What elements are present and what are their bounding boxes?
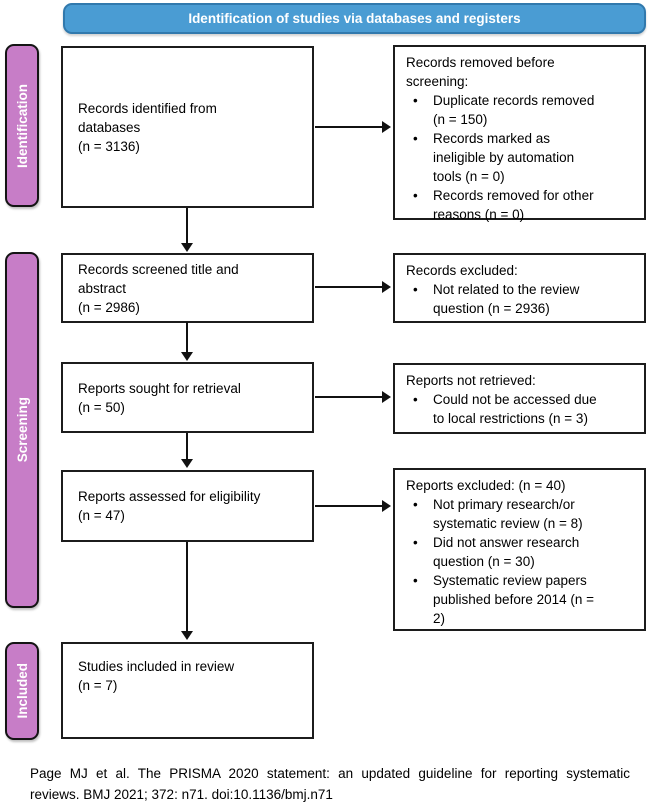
box-reports-assessed: Reports assessed for eligibility (n = 47… [61, 470, 314, 542]
box-records-removed-before-screening: Records removed before screening: Duplic… [393, 45, 646, 222]
box-reports-sought: Reports sought for retrieval (n = 50) [61, 362, 314, 433]
exclusion-bullet-list: Duplicate records removed (n = 150) Reco… [406, 91, 638, 224]
exclusion-heading: Reports not retrieved: [406, 373, 536, 388]
exclusion-bullet-list: Not related to the review question (n = … [406, 280, 638, 318]
exclusion-heading: Records excluded: [406, 263, 518, 278]
stage-label-included-text: Included [14, 663, 30, 719]
box-studies-included-text: Studies included in review (n = 7) [78, 659, 235, 693]
box-records-screened-text: Records screened title and abstract (n =… [78, 261, 239, 315]
arrow-right-assessed-to-excluded [315, 500, 391, 512]
bullet-item: Not primary research/or systematic revie… [406, 495, 638, 533]
box-studies-included: Studies included in review (n = 7) [61, 642, 314, 739]
exclusion-bullet-list: Could not be accessed due to local restr… [406, 390, 638, 428]
bullet-item: Not related to the review question (n = … [406, 280, 638, 318]
box-reports-excluded: Reports excluded: (n = 40) Not primary r… [393, 468, 646, 631]
box-reports-not-retrieved: Reports not retrieved: Could not be acce… [393, 363, 646, 434]
citation-line-1: Page MJ et al. The PRISMA 2020 statement… [30, 766, 630, 781]
bullet-item: Could not be accessed due to local restr… [406, 390, 638, 428]
arrow-down-identified-to-screened [181, 208, 193, 252]
arrow-down-screened-to-sought [181, 322, 193, 361]
banner-databases-registers: Identification of studies via databases … [63, 3, 646, 34]
arrow-right-identified-to-removed [315, 121, 391, 133]
box-records-screened: Records screened title and abstract (n =… [61, 253, 314, 323]
stage-label-screening: Screening [5, 252, 39, 608]
bullet-item: Duplicate records removed (n = 150) [406, 91, 638, 129]
arrow-right-screened-to-excluded [315, 281, 391, 293]
bullet-item: Did not answer research question (n = 30… [406, 533, 638, 571]
stage-label-included: Included [5, 642, 39, 740]
bullet-item: Systematic review papers published befor… [406, 571, 638, 628]
citation-line-2: reviews. BMJ 2021; 372: n71. doi:10.1136… [30, 787, 333, 802]
arrow-right-sought-to-not-retrieved [315, 391, 391, 403]
box-records-excluded: Records excluded: Not related to the rev… [393, 253, 646, 323]
box-records-identified-text: Records identified from databases (n = 3… [78, 100, 217, 154]
box-reports-sought-text: Reports sought for retrieval (n = 50) [78, 380, 241, 415]
box-reports-assessed-text: Reports assessed for eligibility (n = 47… [78, 489, 261, 523]
stage-label-screening-text: Screening [14, 397, 30, 463]
arrow-down-assessed-to-included [181, 542, 193, 640]
bullet-item: Records removed for other reasons (n = 0… [406, 186, 638, 224]
arrow-down-sought-to-assessed [181, 433, 193, 468]
exclusion-heading: Records removed before screening: [406, 55, 555, 89]
banner-title: Identification of studies via databases … [188, 11, 521, 26]
exclusion-bullet-list: Not primary research/or systematic revie… [406, 495, 638, 628]
citation: Page MJ et al. The PRISMA 2020 statement… [30, 763, 630, 805]
box-records-identified: Records identified from databases (n = 3… [61, 46, 314, 208]
stage-label-identification: Identification [5, 44, 39, 207]
stage-label-identification-text: Identification [14, 83, 30, 168]
bullet-item: Records marked as ineligible by automati… [406, 129, 638, 186]
exclusion-heading: Reports excluded: (n = 40) [406, 478, 566, 493]
